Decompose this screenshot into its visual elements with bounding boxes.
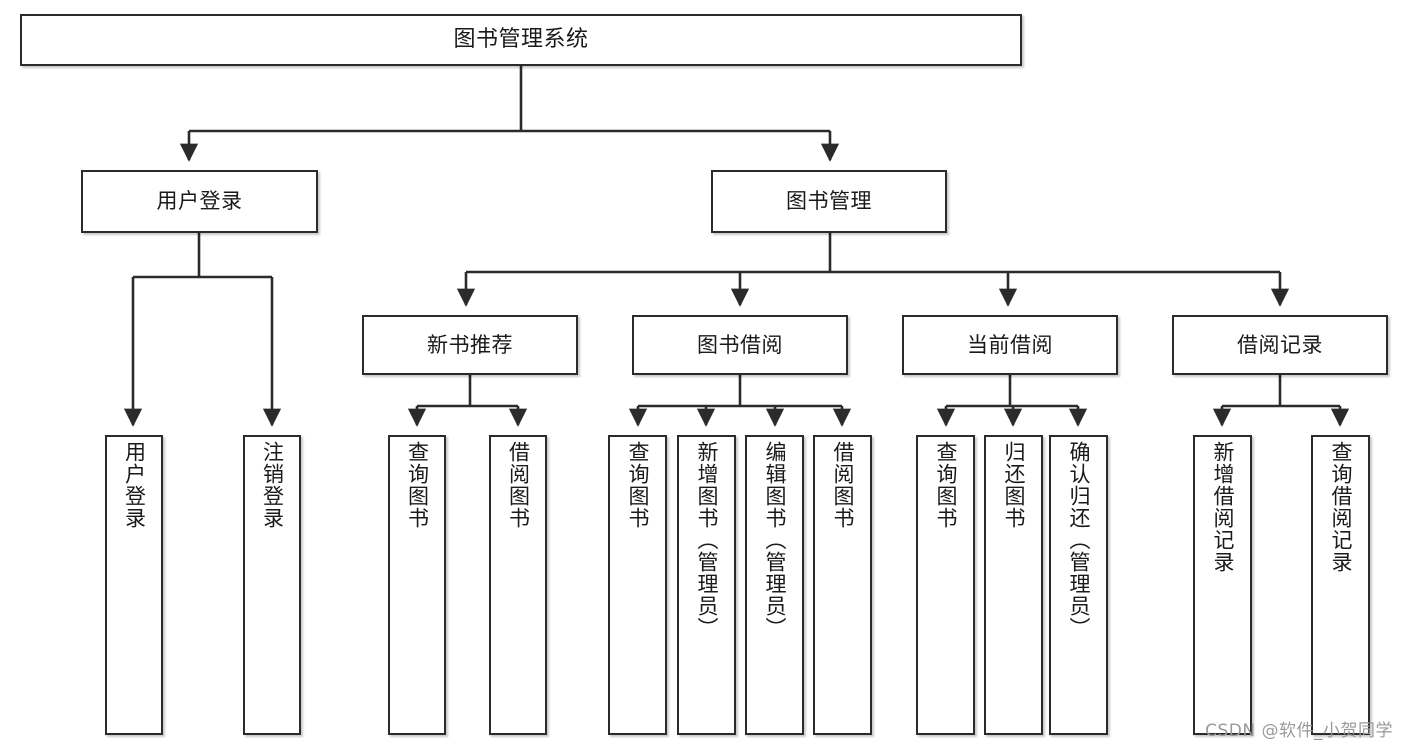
node-label: 查询图书 (405, 441, 430, 529)
node-book-borrow[interactable]: 图书借阅 (632, 315, 848, 375)
node-label: 借阅图书 (506, 441, 531, 529)
leaf-book-borrow-query[interactable]: 查询图书 (608, 435, 667, 735)
node-label: 图书管理 (786, 189, 872, 214)
node-current-borrow[interactable]: 当前借阅 (902, 315, 1118, 375)
node-label: 图书借阅 (697, 332, 783, 357)
leaf-current-borrow-confirm-return[interactable]: 确认归还（管理员） (1049, 435, 1108, 735)
node-label: 注销登录 (260, 441, 285, 529)
node-label: 图书管理系统 (453, 27, 589, 53)
leaf-book-borrow-borrow[interactable]: 借阅图书 (813, 435, 872, 735)
node-label: 新增图书（管理员） (695, 441, 719, 639)
leaf-user-login-signin[interactable]: 用户登录 (105, 435, 163, 735)
node-label: 归还图书 (1002, 441, 1026, 529)
node-label: 查询图书 (626, 441, 650, 529)
node-label: 编辑图书（管理员） (763, 441, 787, 639)
watermark: CSDN @软件_小贺同学 (1205, 721, 1393, 741)
leaf-user-login-signout[interactable]: 注销登录 (243, 435, 301, 735)
leaf-current-borrow-return[interactable]: 归还图书 (984, 435, 1043, 735)
leaf-book-borrow-add[interactable]: 新增图书（管理员） (677, 435, 736, 735)
node-borrow-record[interactable]: 借阅记录 (1172, 315, 1388, 375)
node-label: 用户登录 (156, 189, 243, 214)
node-user-login[interactable]: 用户登录 (81, 170, 318, 233)
node-label: 确认归还（管理员） (1067, 441, 1091, 639)
node-book-management-system[interactable]: 图书管理系统 (20, 14, 1022, 66)
node-label: 用户登录 (122, 441, 147, 529)
leaf-book-borrow-edit[interactable]: 编辑图书（管理员） (745, 435, 804, 735)
leaf-new-book-query[interactable]: 查询图书 (388, 435, 446, 735)
leaf-borrow-record-query[interactable]: 查询借阅记录 (1311, 435, 1370, 735)
node-new-book-recommend[interactable]: 新书推荐 (362, 315, 578, 375)
node-label: 新增借阅记录 (1211, 441, 1235, 573)
node-label: 当前借阅 (967, 332, 1053, 357)
node-label: 新书推荐 (427, 332, 513, 357)
node-label: 借阅记录 (1237, 332, 1323, 357)
leaf-current-borrow-query[interactable]: 查询图书 (916, 435, 975, 735)
node-label: 查询借阅记录 (1329, 441, 1353, 573)
node-label: 查询图书 (934, 441, 958, 529)
node-book-management[interactable]: 图书管理 (711, 170, 947, 233)
node-label: 借阅图书 (831, 441, 855, 529)
leaf-borrow-record-add[interactable]: 新增借阅记录 (1193, 435, 1252, 735)
leaf-new-book-borrow[interactable]: 借阅图书 (489, 435, 547, 735)
